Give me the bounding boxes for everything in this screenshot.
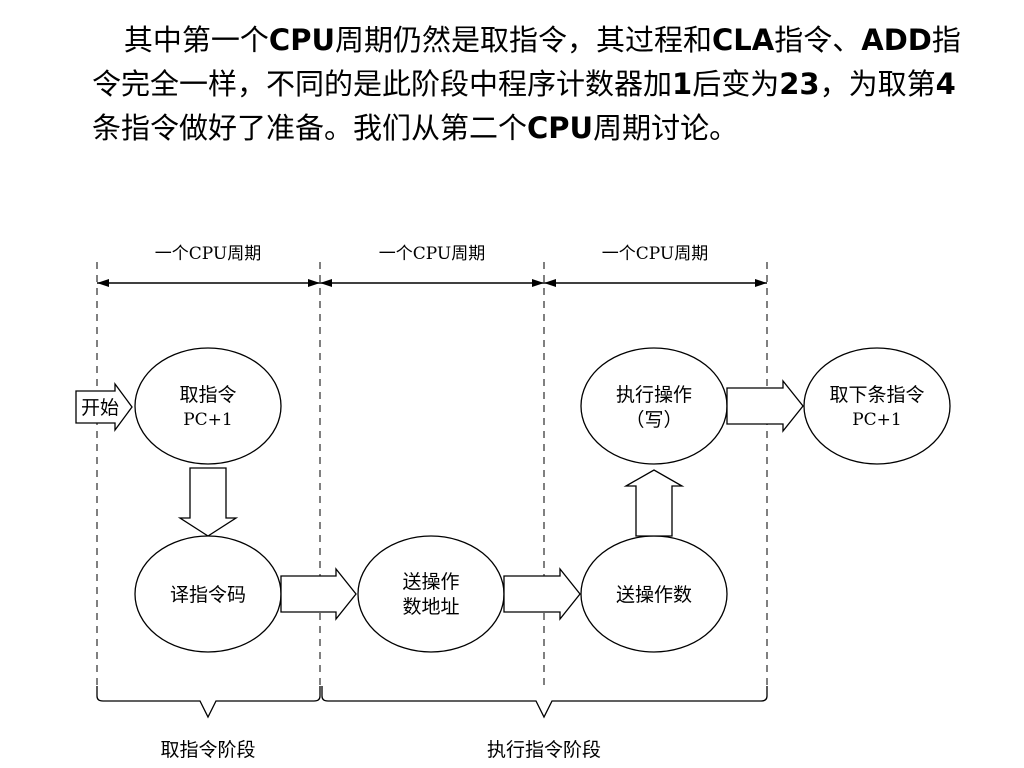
cycle-label-1: 一个CPU周期	[155, 244, 261, 264]
node-fetch-next-instruction: 取下条指令 PC+1	[803, 347, 951, 465]
node-decode-instruction: 译指令码	[134, 535, 282, 653]
node-fetch-instruction: 取指令 PC+1	[134, 347, 282, 465]
node-next-line2: PC+1	[852, 410, 902, 430]
node-send-operand: 送操作数	[580, 535, 728, 653]
paragraph-segment: 指令、	[774, 23, 862, 57]
cycle-label-2: 一个CPU周期	[379, 244, 485, 264]
arrow-send-address-to-send-operand	[503, 567, 581, 621]
paragraph-bold-segment: ADD	[861, 23, 932, 57]
paragraph-bold-segment: CLA	[712, 23, 775, 57]
paragraph-segment: 指令完全一样，不同的是此阶段中程序计数器加	[92, 23, 961, 101]
start-label: 开始	[81, 397, 119, 419]
cycle-label-3: 一个CPU周期	[602, 244, 708, 264]
phase-label-fetch: 取指令阶段	[160, 739, 255, 761]
node-execute-line2: （写）	[625, 409, 682, 431]
arrow-execute-to-next	[726, 379, 804, 433]
start-arrow: 开始	[75, 382, 133, 432]
node-execute-operation: 执行操作 （写）	[580, 347, 728, 465]
cycle-boundaries	[96, 262, 768, 688]
arrow-decode-to-send-address	[280, 567, 357, 621]
phase-label-execute: 执行指令阶段	[487, 739, 601, 761]
paragraph-segment: 周期讨论。	[593, 111, 739, 145]
arrow-fetch-to-decode	[177, 467, 239, 537]
node-send-address-line2: 数地址	[402, 596, 459, 618]
arrow-send-operand-to-execute	[623, 469, 685, 537]
node-execute-line1: 执行操作	[616, 384, 692, 406]
paragraph-bold-segment: 1	[672, 67, 693, 101]
node-send-operand-address: 送操作 数地址	[357, 535, 505, 653]
node-decode-line1: 译指令码	[170, 584, 246, 606]
brace-execute-phase	[321, 686, 768, 719]
paragraph-bold-segment: 4	[935, 67, 956, 101]
paragraph-segment: 条指令做好了准备。我们从第二个	[92, 111, 528, 145]
node-send-address-line1: 送操作	[402, 571, 459, 593]
paragraph-segment: ，为取第	[819, 67, 936, 101]
paragraph-bold-segment: 23	[779, 67, 820, 101]
paragraph-bold-segment: CPU	[527, 111, 594, 145]
paragraph-segment: 后变为	[692, 67, 780, 101]
brace-fetch-phase	[96, 686, 321, 719]
paragraph-bold-segment: CPU	[268, 23, 335, 57]
node-send-operand-line1: 送操作数	[616, 584, 692, 606]
node-fetch-line1: 取指令	[179, 384, 236, 406]
intro-paragraph: 其中第一个CPU周期仍然是取指令，其过程和CLA指令、ADD指令完全一样，不同的…	[92, 18, 962, 150]
paragraph-segment: 周期仍然是取指令，其过程和	[335, 23, 713, 57]
node-next-line1: 取下条指令	[829, 384, 924, 406]
node-fetch-line2: PC+1	[183, 410, 233, 430]
paragraph-segment: 其中第一个	[123, 23, 269, 57]
